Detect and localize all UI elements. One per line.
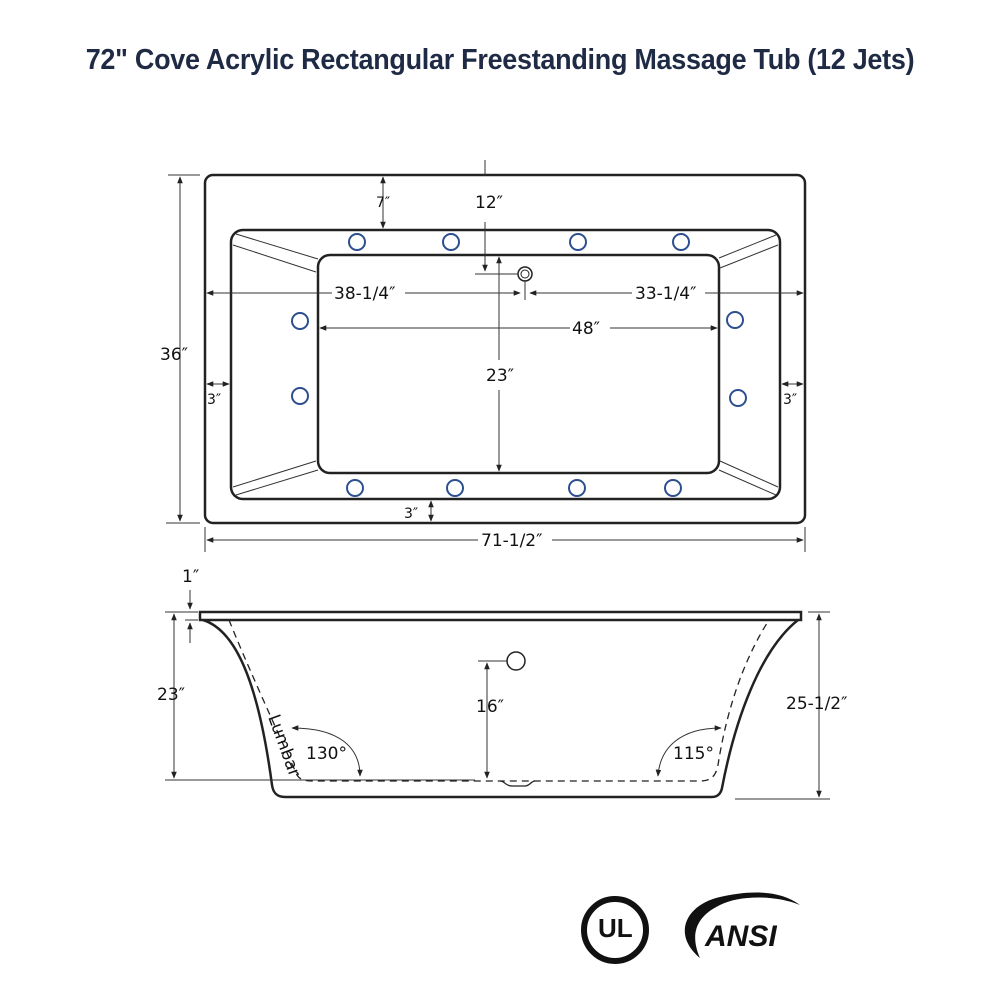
dim-floor-length: 48″ — [572, 319, 600, 339]
dim-rim-right: 3″ — [783, 392, 797, 408]
ul-mark: UL — [598, 913, 633, 943]
corner-slopes — [232, 233, 779, 496]
jet-icon — [726, 311, 744, 329]
jet-icon — [729, 389, 747, 407]
page-title: 72" Cove Acrylic Rectangular Freestandin… — [85, 44, 915, 76]
jet-icon — [446, 479, 464, 497]
jet-icon — [664, 479, 682, 497]
angle-left: 130° — [306, 744, 347, 764]
jet-icon — [672, 233, 690, 251]
jet-icon — [568, 479, 586, 497]
ul-logo: UL — [581, 896, 649, 964]
dim-rim-thickness: 1″ — [182, 567, 199, 587]
dim-overall-length: 71-1/2″ — [481, 531, 542, 551]
inner-basin-outline — [229, 228, 782, 501]
dim-rim-bottom: 3″ — [404, 506, 418, 522]
jet-icon — [291, 387, 309, 405]
dim-overflow-height: 16″ — [476, 697, 504, 717]
jet-icon — [291, 312, 309, 330]
dim-rim-left: 3″ — [207, 392, 221, 408]
rim-outline — [198, 610, 803, 622]
top-view: 36″ 7″ 12″ 38-1/4″ 33-1/4″ 48″ 23″ 3″ 3″… — [160, 160, 807, 552]
tub-shell-outline — [202, 618, 799, 799]
drain-icon — [517, 266, 533, 282]
dim-drain-from-left: 38-1/4″ — [334, 284, 395, 304]
jets — [291, 233, 747, 497]
jet-icon — [348, 233, 366, 251]
dim-overall-width: 36″ — [160, 345, 188, 365]
jet-icon — [442, 233, 460, 251]
jet-icon — [569, 233, 587, 251]
interior-profile — [228, 619, 770, 782]
overflow-icon — [506, 651, 526, 671]
outer-rim-outline — [203, 173, 807, 525]
side-view: 1″ 23″ 16″ 25-1/2″ 130° 115° Lumbar — [157, 567, 847, 800]
dim-rim-top: 7″ — [376, 195, 390, 211]
dim-drain-from-right: 33-1/4″ — [635, 284, 696, 304]
ansi-logo: ANSI — [684, 892, 800, 958]
angle-right: 115° — [673, 744, 714, 764]
dim-interior-depth: 23″ — [157, 685, 185, 705]
dim-drain-from-top: 12″ — [475, 193, 503, 213]
dim-floor-width: 23″ — [486, 366, 514, 386]
ansi-mark: ANSI — [704, 920, 777, 953]
jet-icon — [346, 479, 364, 497]
basin-floor-outline — [316, 253, 721, 475]
dim-overall-height: 25-1/2″ — [786, 694, 847, 714]
